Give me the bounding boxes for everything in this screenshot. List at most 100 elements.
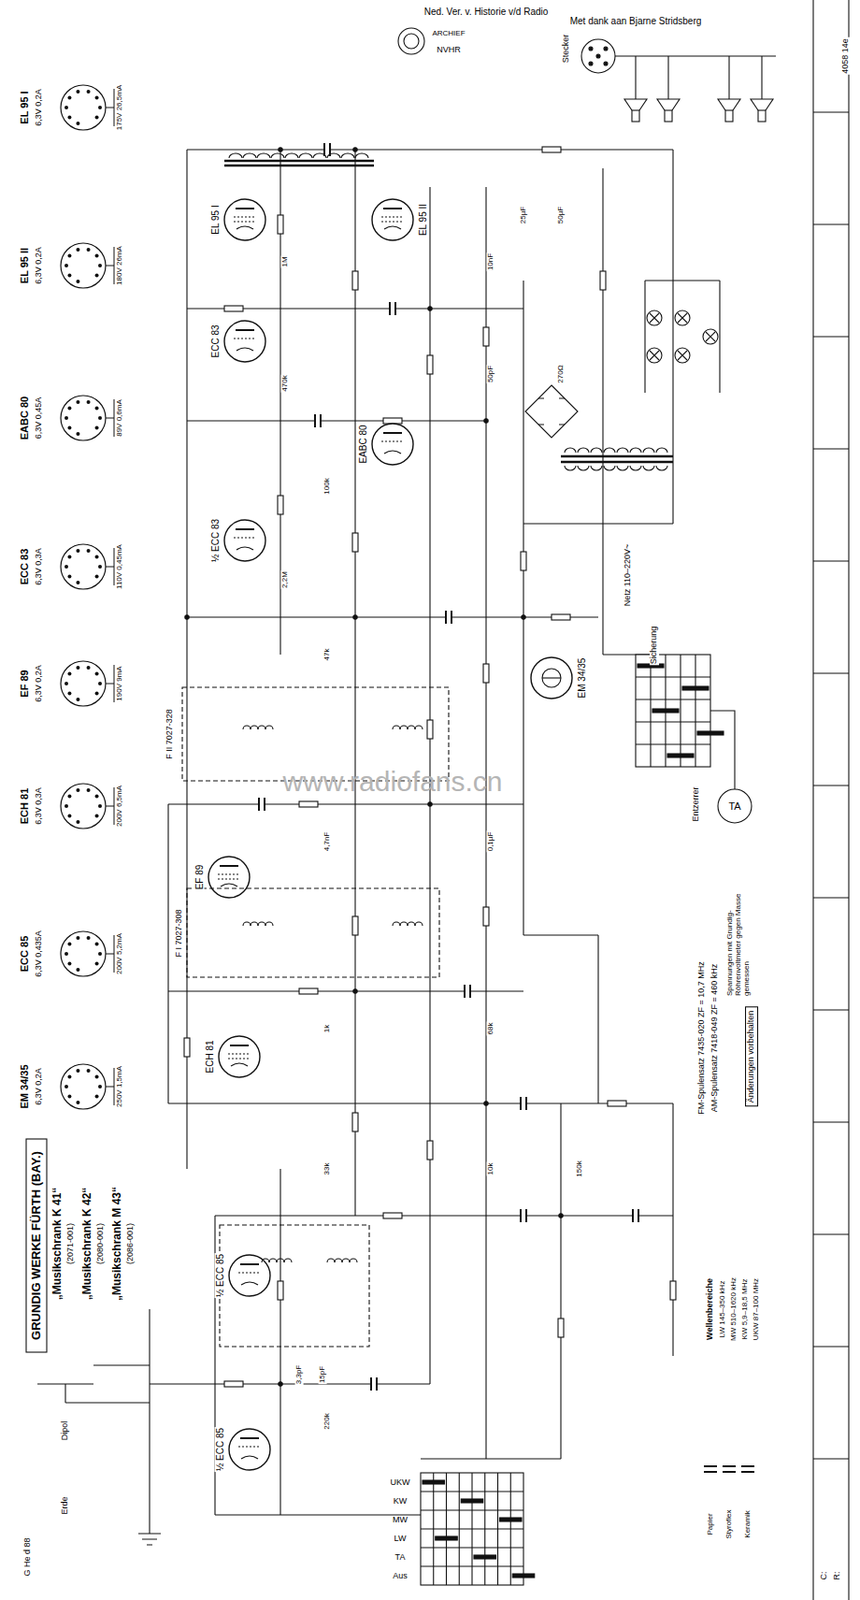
component-value: 100k: [323, 476, 332, 495]
wire: [149, 1382, 430, 1384]
resistor-symbol: [299, 801, 318, 807]
resistor-symbol: [383, 417, 402, 424]
wire: [485, 1215, 487, 1459]
wire: [167, 803, 169, 1104]
heater-rating: 6,3V 0,435A: [34, 929, 44, 978]
wire: [645, 280, 720, 393]
junction-dot: [278, 1381, 283, 1386]
logo-text: ARCHIEF: [430, 29, 466, 39]
tube-name: ECC 85: [18, 934, 30, 974]
header-note: Ned. Ver. v. Historie v/d Radio: [423, 6, 550, 17]
component-value: 0,1µF: [487, 831, 496, 853]
table-cell: R:: [832, 1570, 843, 1581]
component-value: 4,7nF: [323, 831, 332, 852]
watermark: www.radiofans.cn: [281, 765, 503, 797]
logo-text: NVHR: [435, 45, 462, 56]
tube-name: EL 95 I: [18, 89, 30, 125]
lamp-symbol: [646, 347, 662, 363]
tube-symbol: [224, 320, 266, 362]
operating-values: 180V 26mA: [115, 244, 125, 287]
note: AM-Spulensatz 7418-049 ZF = 460 kHz: [710, 962, 720, 1113]
wire: [168, 802, 524, 804]
tube-name: ECH 81: [18, 787, 30, 826]
part-label: Sicherung: [649, 625, 660, 666]
capacitor-symbol: [258, 796, 266, 812]
pinout-drawing: [13, 371, 130, 465]
lamp-symbol: [702, 329, 718, 344]
tube-symbol: [372, 199, 414, 241]
table-cell: MW 510–1620 kHz: [730, 1275, 739, 1342]
operating-values: 89V 0,6mA: [115, 398, 125, 438]
resistor-symbol: [427, 355, 433, 374]
component-value: 470k: [281, 373, 290, 392]
component-value: 270Ω: [557, 363, 566, 384]
resistor-symbol: [224, 305, 244, 312]
tube-pinout: EL 95 II6,3V 0,2A180V 26mA: [13, 218, 130, 313]
pinout-drawing: [13, 218, 130, 313]
legend-text: Papier: [706, 1511, 716, 1535]
table-heading: Wellenbereiche: [705, 1276, 716, 1341]
output-transformer: [224, 153, 374, 166]
note-box: Änderungen vorbehalten: [745, 1006, 759, 1107]
tube-pinout: EABC 806,3V 0,45A89V 0,6mA: [13, 371, 130, 465]
resistor-symbol: [352, 532, 359, 552]
pickup-symbol: [717, 788, 752, 823]
coil-symbol: [392, 725, 423, 730]
sheet-number: 4058 14e: [841, 37, 851, 75]
wire: [710, 710, 735, 789]
switch-matrix: [420, 1472, 535, 1585]
pinout-drawing: [13, 759, 130, 853]
resistor-symbol: [520, 551, 527, 571]
component-value: 10nF: [487, 252, 496, 272]
operating-values: 175V 26,5mA: [115, 84, 125, 131]
tube-name: EABC 80: [18, 395, 30, 441]
component-value: 10k: [487, 1161, 496, 1176]
wire: [602, 168, 603, 655]
wire: [523, 522, 674, 524]
filter-label: F I 7027-308: [174, 907, 185, 958]
tube-label: EL 95 II: [417, 202, 429, 237]
tube-label: EF 89: [194, 863, 205, 891]
pinout-drawing: [13, 1039, 130, 1133]
component-value: 1M: [281, 255, 290, 268]
capacitor-symbol: [631, 1207, 640, 1223]
resistor-symbol: [551, 614, 571, 620]
coil-symbol: [243, 725, 273, 730]
resistor-symbol: [352, 271, 359, 290]
tube-symbol: [372, 423, 414, 465]
switch-label: KW: [392, 1496, 409, 1506]
component-value: 15pF: [318, 1364, 328, 1384]
component-value: 68k: [487, 1021, 496, 1036]
capacitor-symbol: [314, 413, 322, 429]
resistor-symbol: [184, 1037, 190, 1057]
switch-label: TA: [394, 1552, 407, 1563]
drawing-code: G He d 88: [23, 1535, 33, 1577]
resistor-symbol: [600, 271, 606, 290]
resistor-symbol: [558, 1318, 564, 1337]
loudspeaker-symbol: [717, 99, 741, 122]
junction-dot: [278, 147, 283, 152]
wire: [672, 1103, 674, 1356]
wire: [522, 280, 524, 935]
filter-label: F II 7027-328: [165, 707, 175, 760]
resistor-symbol: [427, 719, 433, 739]
heater-rating: 6,3V 0,3A: [34, 546, 44, 587]
junction-dot: [484, 418, 488, 423]
tube-symbol: [224, 519, 266, 561]
wire: [215, 1214, 674, 1216]
junction-dot: [353, 147, 358, 152]
junction-dot: [353, 615, 358, 619]
wire: [186, 149, 187, 1169]
title: GRUNDIG WERKE FÜRTH (BAY.): [29, 1149, 43, 1341]
tube-label: EM 34/35: [576, 657, 588, 700]
junction-dot: [521, 615, 526, 619]
operating-values: 110V 0,45mA: [115, 543, 125, 590]
resistor-symbol: [483, 327, 489, 346]
resistor-symbol: [483, 663, 489, 683]
resistor-symbol: [277, 215, 284, 234]
tube-symbol: [530, 657, 573, 699]
wire: [279, 1168, 281, 1515]
component-value: 220k: [323, 1411, 332, 1430]
resistor-symbol: [224, 1380, 244, 1387]
tube-label: EL 95 I: [210, 203, 221, 235]
